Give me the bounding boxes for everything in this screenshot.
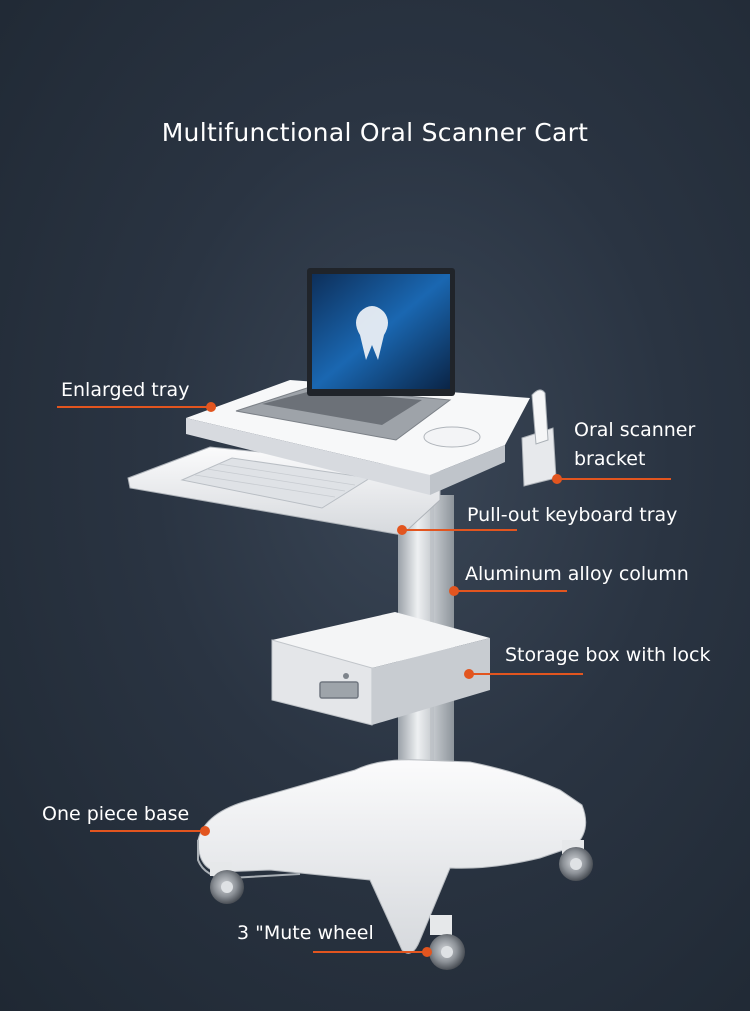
wheel-dot [422, 947, 432, 957]
enlarged-tray-dot [206, 402, 216, 412]
lock-keyhole [343, 673, 349, 679]
wheel-label: 3 "Mute wheel [237, 922, 374, 944]
mute-wheel-right [559, 840, 593, 881]
oral-scanner-bracket-label-line1: Oral scanner [574, 419, 696, 441]
base-line [90, 830, 205, 832]
column-line [454, 590, 567, 592]
storage-box [271, 612, 490, 726]
page-title: Multifunctional Oral Scanner Cart [161, 118, 589, 147]
mouse [423, 426, 481, 448]
mute-wheel-front [429, 915, 465, 970]
enlarged-tray-label: Enlarged tray [61, 379, 190, 401]
keyboard-tray-dot [397, 525, 407, 535]
storage-box-label: Storage box with lock [505, 644, 711, 666]
keyboard-tray-label: Pull-out keyboard tray [467, 504, 678, 526]
storage-box-dot [464, 669, 474, 679]
mute-wheel-left [210, 862, 244, 904]
wheel-line [313, 951, 427, 953]
storage-box-line [469, 673, 583, 675]
base-dot [200, 826, 210, 836]
column-label: Aluminum alloy column [465, 563, 689, 585]
oral-scanner-bracket-dot [552, 474, 562, 484]
oral-scanner-bracket-label-line2: bracket [574, 448, 646, 470]
enlarged-tray-line [57, 406, 211, 408]
laptop [235, 268, 455, 441]
keyboard-tray-line [402, 529, 517, 531]
oral-scanner-bracket-line [557, 478, 671, 480]
base-label: One piece base [42, 803, 190, 825]
drawer-handle [319, 681, 359, 699]
oral-scanner-bracket [521, 389, 557, 487]
column-dot [449, 586, 459, 596]
